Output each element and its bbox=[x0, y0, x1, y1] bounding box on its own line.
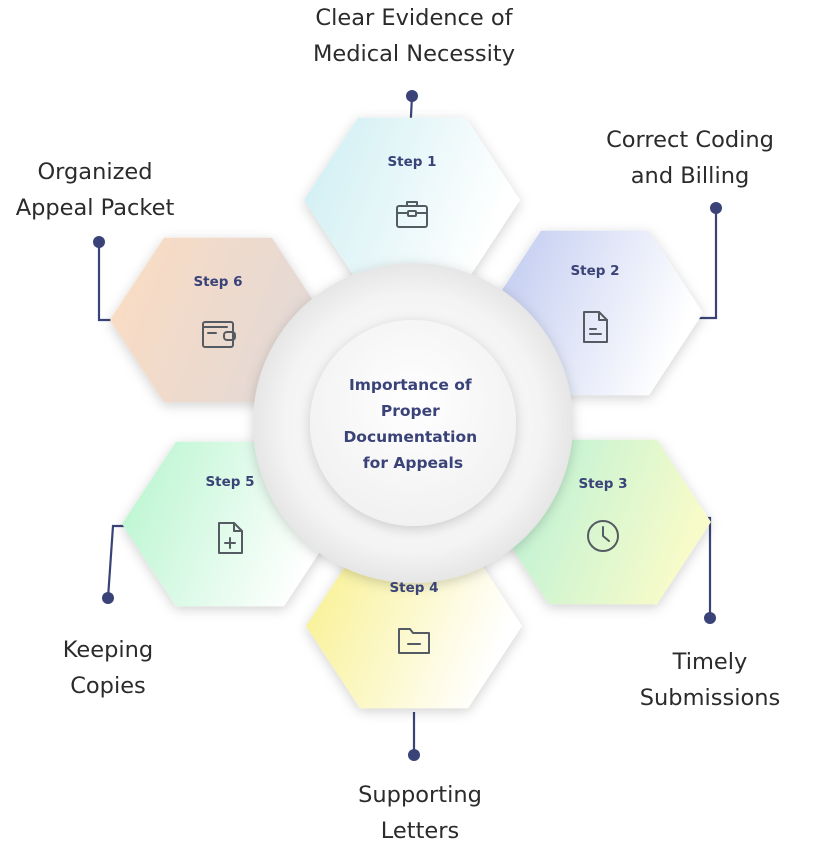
step-labels: Step 1 Step 2 Step 3 Step 4 Step 5 Step 6 bbox=[193, 154, 628, 654]
step-5-label: Step 5 bbox=[205, 474, 254, 490]
step-4-title-line-2: Letters bbox=[380, 818, 460, 844]
connector-line-5 bbox=[106, 524, 131, 599]
file-plus-icon bbox=[218, 522, 243, 554]
center-title-line-4: for Appeals bbox=[363, 454, 463, 472]
step-6-label: Step 6 bbox=[193, 274, 242, 290]
document-icon bbox=[583, 311, 608, 343]
connector-dot-3 bbox=[704, 612, 716, 624]
step-1-title-line-1: Clear Evidence of bbox=[315, 5, 513, 31]
connector-dot-1 bbox=[406, 90, 418, 102]
connector-dot-4 bbox=[408, 749, 420, 761]
step-2-title-line-2: and Billing bbox=[630, 163, 750, 189]
step-4-title-line-1: Supporting bbox=[358, 782, 482, 808]
center-circle bbox=[310, 320, 516, 526]
wallet-icon bbox=[202, 321, 236, 348]
step-6-title-line-1: Organized bbox=[37, 159, 153, 185]
center-title: Importance of Proper Documentation for A… bbox=[343, 376, 482, 472]
step-2-label: Step 2 bbox=[570, 263, 619, 279]
step-3-title-line-1: Timely bbox=[672, 649, 748, 675]
clock-icon bbox=[587, 520, 619, 552]
center-title-line-3: Documentation bbox=[343, 428, 477, 446]
step-6-title-line-2: Appeal Packet bbox=[15, 195, 175, 221]
step-1-label: Step 1 bbox=[387, 154, 436, 170]
step-6-title: Organized Appeal Packet bbox=[0, 154, 190, 226]
connector-dot-2 bbox=[710, 202, 722, 214]
step-5-title: Keeping Copies bbox=[8, 632, 208, 704]
step-3-label: Step 3 bbox=[578, 476, 627, 492]
step-5-title-line-1: Keeping bbox=[62, 637, 154, 663]
step-4-hexagon bbox=[306, 543, 522, 709]
connector-dot-5 bbox=[102, 592, 114, 604]
folder-icon bbox=[398, 628, 430, 654]
step-1-title: Clear Evidence of Medical Necessity bbox=[214, 0, 614, 72]
step-1-hexagon bbox=[304, 117, 520, 283]
step-5-title-line-2: Copies bbox=[70, 673, 146, 699]
center-title-line-1: Importance of bbox=[349, 376, 472, 394]
step-3-title: Timely Submissions bbox=[590, 644, 814, 716]
briefcase-icon bbox=[396, 201, 428, 228]
step-4-label: Step 4 bbox=[389, 580, 438, 596]
connector-dot-6 bbox=[93, 236, 105, 248]
step-2-title-line-1: Correct Coding bbox=[606, 127, 774, 153]
center-title-line-2: Proper bbox=[381, 402, 440, 420]
step-4-title: Supporting Letters bbox=[280, 777, 560, 849]
step-1-title-line-2: Medical Necessity bbox=[312, 41, 516, 67]
step-2-title: Correct Coding and Billing bbox=[570, 122, 810, 194]
step-3-title-line-2: Submissions bbox=[639, 685, 781, 711]
